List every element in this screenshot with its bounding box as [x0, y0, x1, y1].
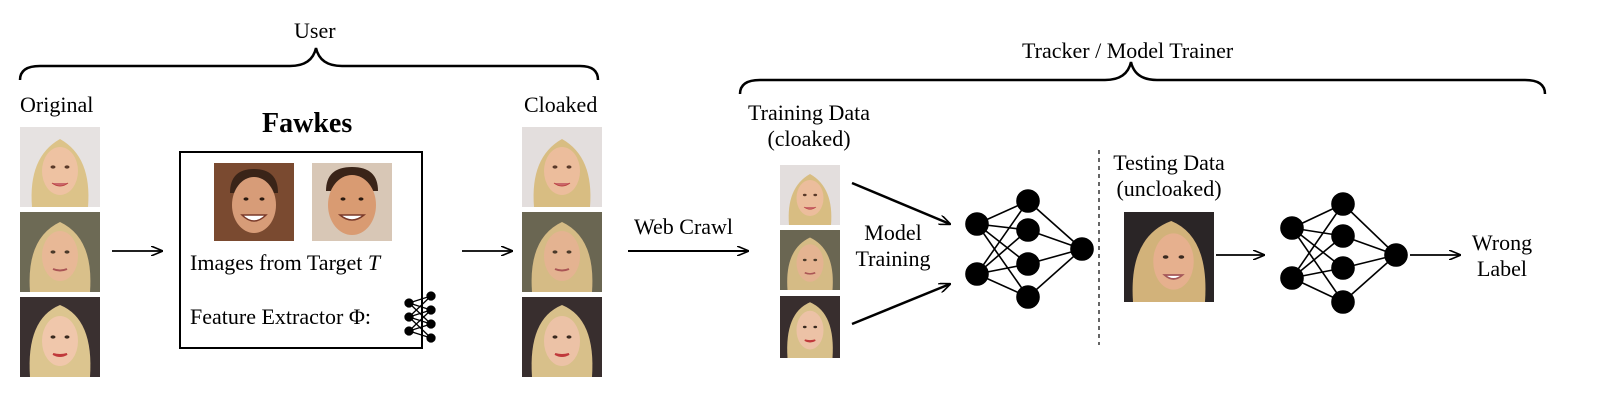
- original-label: Original: [20, 92, 94, 117]
- fawkes-box: [179, 151, 423, 349]
- cloaked-face-3: [522, 297, 602, 377]
- training-face-1: [780, 165, 840, 225]
- original-face-3: [20, 297, 100, 377]
- testing-face: [1124, 212, 1214, 302]
- testing-network-icon: [1280, 192, 1408, 314]
- training-data-label: Training Data(cloaked): [747, 100, 870, 151]
- target-face-2: [312, 163, 392, 241]
- fawkes-images-label: Images from Target T: [190, 250, 381, 275]
- cloaked-face-1: [522, 127, 602, 207]
- tracker-brace: [738, 61, 1547, 95]
- fawkes-title: Fawkes: [262, 108, 353, 139]
- cloaked-face-2: [522, 212, 602, 292]
- original-face-2: [20, 212, 100, 292]
- training-face-3: [780, 296, 840, 358]
- feature-extractor-network-icon: [404, 291, 436, 343]
- web-crawl-label: Web Crawl: [634, 214, 734, 239]
- cloaked-label: Cloaked: [524, 92, 598, 117]
- user-label: User: [294, 18, 336, 43]
- arrow-training-upper: [851, 181, 950, 224]
- original-face-1: [20, 127, 100, 207]
- target-face-1: [214, 163, 294, 241]
- tracker-label: Tracker / Model Trainer: [1022, 38, 1234, 63]
- testing-data-label: Testing Data(uncloaked): [1113, 150, 1225, 201]
- training-network-icon: [965, 189, 1094, 309]
- fawkes-extractor-label: Feature Extractor Φ:: [190, 304, 372, 329]
- arrow-training-lower: [851, 284, 950, 326]
- training-face-2: [780, 230, 840, 290]
- user-brace: [18, 47, 600, 81]
